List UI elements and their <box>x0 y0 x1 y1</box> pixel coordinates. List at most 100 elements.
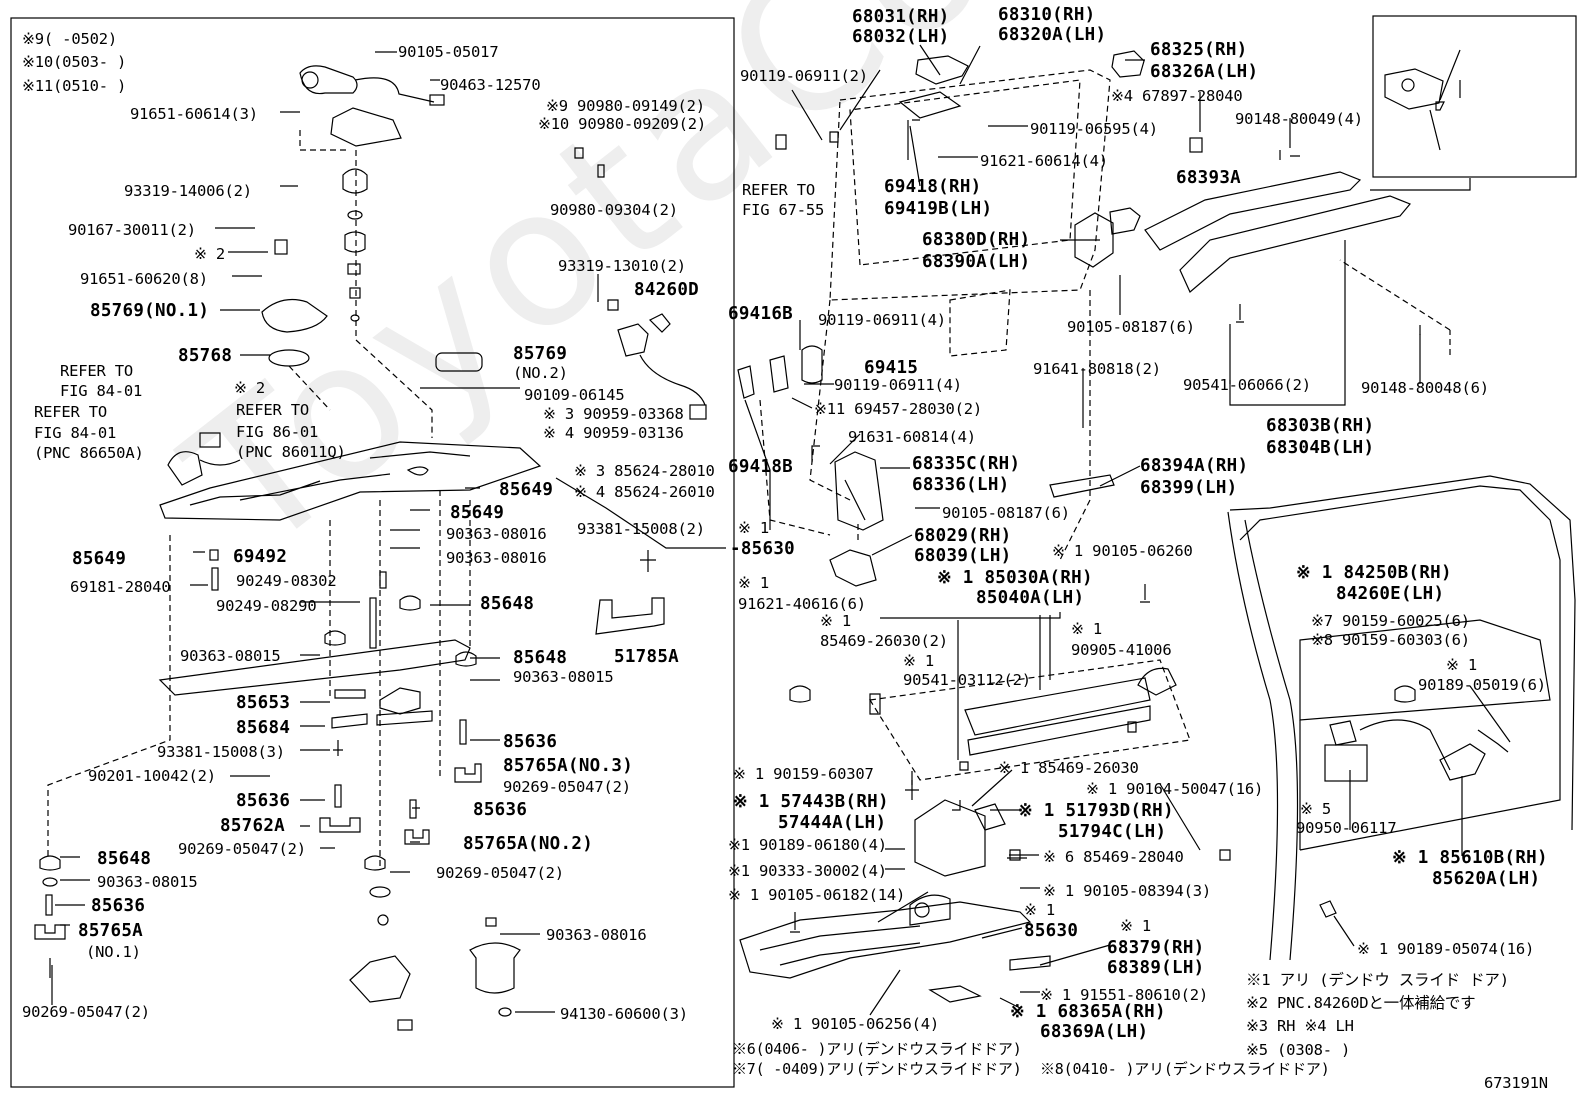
part-label-q043: 91621-40616(6) <box>738 595 866 613</box>
part-label-p023: FIG 86-01 <box>236 423 319 441</box>
legend-2: ※2 PNC.84260Dと一体補給です <box>1246 994 1476 1012</box>
part-label-p034: 90363-08016 <box>446 549 547 567</box>
part-label-q079: ※ 1 68365A(RH) <box>1010 1002 1166 1022</box>
part-label-p037: -85630 <box>730 539 796 559</box>
part-label-q032: 68335C(RH) <box>912 454 1021 474</box>
part-label-q046: ※ 1 <box>820 612 852 630</box>
part-label-q040: ※ 1 85030A(RH) <box>937 568 1093 588</box>
part-label-p004: ※9 90980-09149(2) <box>546 97 705 115</box>
part-label-p033: 90363-08016 <box>446 525 547 543</box>
part-label-p039: 69492 <box>233 547 288 567</box>
part-label-q075: 68379(RH) <box>1107 938 1205 958</box>
part-label-q078: ※ 1 91551-80610(2) <box>1040 986 1209 1004</box>
part-label-q011: 68393A <box>1176 168 1242 188</box>
legend-4: ※5 (0308- ) <box>1246 1041 1351 1059</box>
part-label-q071: ※ 1 90105-08394(3) <box>1043 882 1212 900</box>
part-label-q030: 91631-60814(4) <box>848 428 976 446</box>
part-label-q068: 85620A(LH) <box>1432 869 1541 889</box>
part-label-p015: 85769 <box>513 344 568 364</box>
part-label-p058: 85765A(NO.2) <box>463 834 594 854</box>
part-label-q051: 90905-41006 <box>1071 641 1172 659</box>
bottom-note-8: ※8(0410- )アリ(デンドウスライドドア) <box>1040 1060 1330 1078</box>
part-label-q027: ※11 69457-28030(2) <box>814 400 983 418</box>
part-label-q035: 68399(LH) <box>1140 478 1238 498</box>
part-label-q031: 69418B <box>728 457 794 477</box>
part-label-q060: 57444A(LH) <box>778 813 887 833</box>
part-label-p063: 85636 <box>91 896 146 916</box>
part-label-p060: 85648 <box>97 849 152 869</box>
part-label-q013: FIG 67-55 <box>742 201 825 219</box>
part-label-q045: 84260E(LH) <box>1336 584 1445 604</box>
part-label-p054: 90269-05047(2) <box>503 778 631 796</box>
part-label-p022: FIG 84-01 <box>34 424 117 442</box>
part-label-p035: 93381-15008(2) <box>577 520 705 538</box>
part-label-q055: 90189-05019(6) <box>1418 676 1546 694</box>
part-label-p057: 85762A <box>220 816 286 836</box>
part-label-p006: 93319-14006(2) <box>124 182 252 200</box>
part-label-p026: 90109-06145 <box>524 386 625 404</box>
part-label-p062: 90269-05047(2) <box>436 864 564 882</box>
part-label-p040: 90249-08302 <box>236 572 337 590</box>
part-label-q007: 90119-06911(2) <box>740 67 868 85</box>
part-label-q025: 90148-80048(6) <box>1361 379 1489 397</box>
part-label-q028: 68303B(RH) <box>1266 416 1375 436</box>
part-label-p013: 85769(NO.1) <box>90 301 210 321</box>
part-label-q042: ※ 1 <box>738 574 770 592</box>
part-label-p043: 85648 <box>480 594 535 614</box>
part-label-q005: 68325(RH) <box>1150 40 1248 60</box>
part-label-q002: 68032(LH) <box>852 27 950 47</box>
part-label-q066: ※ 6 85469-28040 <box>1043 848 1184 866</box>
part-label-p030: ※ 4 85624-26010 <box>574 483 715 501</box>
part-label-q052: ※ 1 <box>903 652 935 670</box>
part-label-q001: 68031(RH) <box>852 7 950 27</box>
part-label-q023: 91641-80818(2) <box>1033 360 1161 378</box>
part-label-p007: 90980-09304(2) <box>550 201 678 219</box>
part-label-q070: ※ 1 90105-06182(14) <box>728 886 906 904</box>
part-label-q037: 68029(RH) <box>914 526 1012 546</box>
part-label-q047: 85469-26030(2) <box>820 632 948 650</box>
note-9: ※9( -0502) <box>22 30 117 48</box>
part-label-q017: 68380D(RH) <box>922 230 1031 250</box>
part-label-p031: 85649 <box>499 480 554 500</box>
part-label-q077: ※ 1 90189-05074(16) <box>1357 940 1535 958</box>
part-label-q058: ※ 1 90164-50047(16) <box>1086 780 1264 798</box>
part-label-p025: (PNC 86011Q) <box>236 443 346 461</box>
part-label-q076: 68389(LH) <box>1107 958 1205 978</box>
part-label-q061: ※ 1 51793D(RH) <box>1018 801 1174 821</box>
part-label-p065: (NO.1) <box>86 943 141 961</box>
part-label-q012: REFER TO <box>742 181 816 199</box>
part-label-p048: 85653 <box>236 693 291 713</box>
part-label-p003: 91651-60614(3) <box>130 105 258 123</box>
part-label-q057: ※ 1 85469-26030 <box>998 759 1139 777</box>
part-label-q063: ※ 5 <box>1300 800 1332 818</box>
part-label-q009: 90119-06595(4) <box>1030 120 1158 138</box>
part-label-p059: 90269-05047(2) <box>178 840 306 858</box>
legend-1: ※1 アリ (デンドウ スライド ドア) <box>1246 971 1509 989</box>
part-label-q048: ※7 90159-60025(6) <box>1311 612 1470 630</box>
part-label-p049: 85684 <box>236 718 291 738</box>
part-label-p028: ※ 4 90959-03136 <box>543 424 684 442</box>
part-label-q024: 90541-06066(2) <box>1183 376 1311 394</box>
part-label-q074: ※ 1 <box>1120 917 1152 935</box>
part-label-q054: ※ 1 <box>1446 656 1478 674</box>
part-label-q050: ※ 1 <box>1071 620 1103 638</box>
part-label-p038: 85649 <box>72 549 127 569</box>
part-label-q018: 68390A(LH) <box>922 252 1031 272</box>
part-label-q039: ※ 1 90105-06260 <box>1052 542 1193 560</box>
part-label-q073: 85630 <box>1024 921 1079 941</box>
part-label-q062: 51794C(LH) <box>1058 822 1167 842</box>
part-label-q080: 68369A(LH) <box>1040 1022 1149 1042</box>
note-11: ※11(0510- ) <box>22 77 127 95</box>
part-label-q008: ※4 67897-28040 <box>1111 87 1243 105</box>
part-label-q004: 68320A(LH) <box>998 25 1107 45</box>
part-label-q026: 90119-06911(4) <box>834 376 962 394</box>
bottom-note-7: ※7( -0409)アリ(デンドウスライドドア) <box>732 1060 1022 1078</box>
inset-frame <box>1372 15 1577 178</box>
part-label-p016: (NO.2) <box>513 364 568 382</box>
part-label-p066: 90363-08016 <box>546 926 647 944</box>
part-label-p027: ※ 3 90959-03368 <box>543 405 684 423</box>
left-frame <box>10 17 735 1088</box>
part-label-p012: 84260D <box>634 280 700 300</box>
part-label-q003: 68310(RH) <box>998 5 1096 25</box>
part-label-p047: 90363-08015 <box>513 668 614 686</box>
